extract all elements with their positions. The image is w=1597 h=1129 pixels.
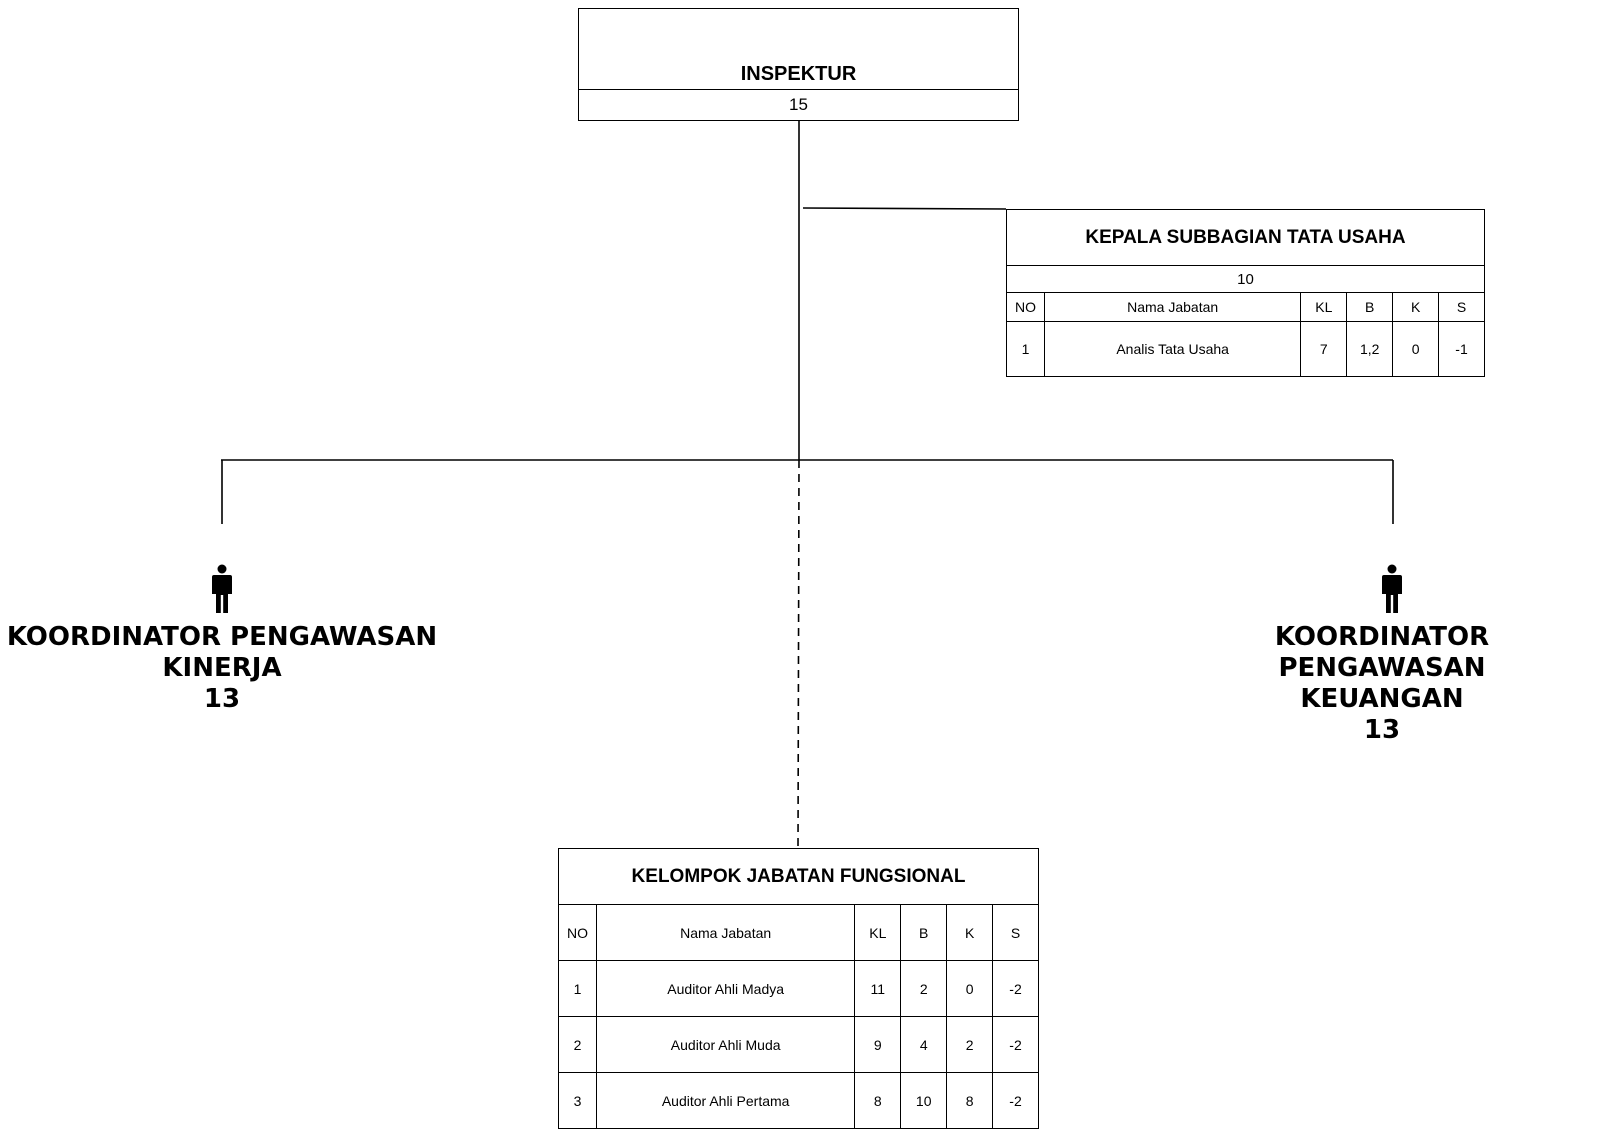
person-icon	[212, 564, 232, 613]
cell-kl: 8	[854, 1072, 902, 1129]
inspektur-divider	[579, 89, 1018, 90]
cell-nama-jabatan: Auditor Ahli Madya	[595, 960, 856, 1017]
header-b: B	[1346, 292, 1394, 322]
cell-k: 8	[946, 1072, 994, 1129]
header-nama-jabatan: Nama Jabatan	[1043, 292, 1302, 322]
cell-k: 0	[1392, 321, 1440, 377]
kasubbag-branch	[802, 207, 1007, 210]
cell-kl: 11	[854, 960, 902, 1017]
header-kl: KL	[854, 904, 902, 961]
cell-kl: 9	[854, 1016, 902, 1073]
header-no: NO	[1006, 292, 1045, 322]
header-s: S	[1438, 292, 1485, 322]
header-b: B	[900, 904, 948, 961]
cell-s: -2	[992, 960, 1039, 1017]
header-nama-jabatan: Nama Jabatan	[595, 904, 856, 961]
inspektur-title: INSPEKTUR	[740, 63, 857, 85]
kasubbag-table: KEPALA SUBBAGIAN TATA USAHA 10 NO Nama J…	[1006, 209, 1485, 377]
person-icon	[1382, 564, 1402, 613]
cell-b: 4	[900, 1016, 948, 1073]
koordinator-kinerja-line2: KINERJA	[162, 653, 282, 683]
kjf-table: KELOMPOK JABATAN FUNGSIONAL NO Nama Jaba…	[558, 848, 1039, 1129]
table-row: 1 Auditor Ahli Madya 11 2 0 -2	[558, 960, 1039, 1017]
inspektur-number: 15	[789, 95, 808, 114]
table-row: 1 Analis Tata Usaha 7 1,2 0 -1	[1006, 321, 1485, 377]
kjf-dashed-link	[797, 459, 800, 849]
cell-kl: 7	[1300, 321, 1348, 377]
koordinator-keuangan: KOORDINATOR PENGAWASAN KEUANGAN 13	[1170, 622, 1594, 746]
header-k: K	[1392, 292, 1440, 322]
header-k: K	[946, 904, 994, 961]
table-row: 2 Auditor Ahli Muda 9 4 2 -2	[558, 1016, 1039, 1073]
koordinator-kinerja-number: 13	[203, 684, 241, 714]
cell-s: -1	[1438, 321, 1485, 377]
koordinator-keuangan-line2: KEUANGAN	[1300, 684, 1464, 714]
koordinator-kinerja-line1: KOORDINATOR PENGAWASAN	[6, 622, 438, 652]
header-no: NO	[558, 904, 597, 961]
koordinator-kinerja: KOORDINATOR PENGAWASAN KINERJA 13	[0, 622, 444, 715]
cell-b: 1,2	[1346, 321, 1394, 377]
cell-nama-jabatan: Analis Tata Usaha	[1043, 321, 1302, 377]
koordinator-keuangan-line1: KOORDINATOR PENGAWASAN	[1274, 622, 1490, 683]
cell-b: 2	[900, 960, 948, 1017]
cell-nama-jabatan: Auditor Ahli Pertama	[595, 1072, 856, 1129]
cell-no: 2	[558, 1016, 597, 1073]
cell-s: -2	[992, 1016, 1039, 1073]
cell-k: 0	[946, 960, 994, 1017]
cell-k: 2	[946, 1016, 994, 1073]
cell-s: -2	[992, 1072, 1039, 1129]
cell-b: 10	[900, 1072, 948, 1129]
header-kl: KL	[1300, 292, 1348, 322]
cell-no: 3	[558, 1072, 597, 1129]
cell-no: 1	[1006, 321, 1045, 377]
kasubbag-title: KEPALA SUBBAGIAN TATA USAHA	[1006, 209, 1485, 266]
kjf-title: KELOMPOK JABATAN FUNGSIONAL	[558, 848, 1039, 905]
inspektur-box: INSPEKTUR 15	[578, 8, 1019, 121]
cell-no: 1	[558, 960, 597, 1017]
kasubbag-number: 10	[1006, 265, 1485, 293]
table-row: 3 Auditor Ahli Pertama 8 10 8 -2	[558, 1072, 1039, 1129]
header-s: S	[992, 904, 1039, 961]
cell-nama-jabatan: Auditor Ahli Muda	[595, 1016, 856, 1073]
koordinator-keuangan-number: 13	[1363, 715, 1401, 745]
